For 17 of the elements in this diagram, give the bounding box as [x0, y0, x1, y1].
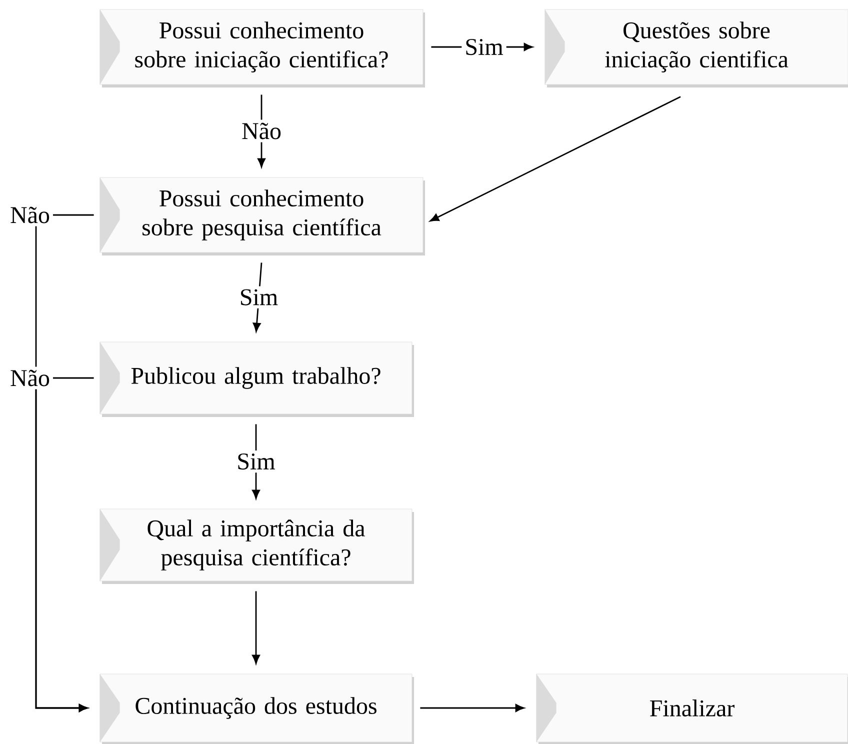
- edge-label: Sim: [236, 286, 282, 308]
- process-box: Finalizar: [536, 674, 848, 744]
- process-box: Possui conhecimento sobre pesquisa científica: [100, 177, 425, 256]
- edge-label: Sim: [462, 36, 506, 58]
- process-box: Possui conhecimento sobre iniciação cientifica?: [100, 9, 425, 88]
- edge-label: Não: [7, 204, 53, 226]
- process-box: Publicou algum trabalho?: [100, 342, 414, 417]
- edge-label: Sim: [234, 450, 278, 473]
- arrow: [35, 377, 94, 712]
- arrow: [420, 704, 524, 712]
- process-box: Continuação dos estudos: [100, 674, 414, 744]
- process-box: Questões sobre iniciação cientifica: [544, 9, 848, 88]
- edge-label: Não: [7, 366, 53, 390]
- arrow: [252, 591, 260, 664]
- process-box: Qual a importância da pesquisa científica?: [100, 508, 414, 584]
- edge-label: Não: [238, 120, 284, 142]
- arrow: [430, 96, 681, 222]
